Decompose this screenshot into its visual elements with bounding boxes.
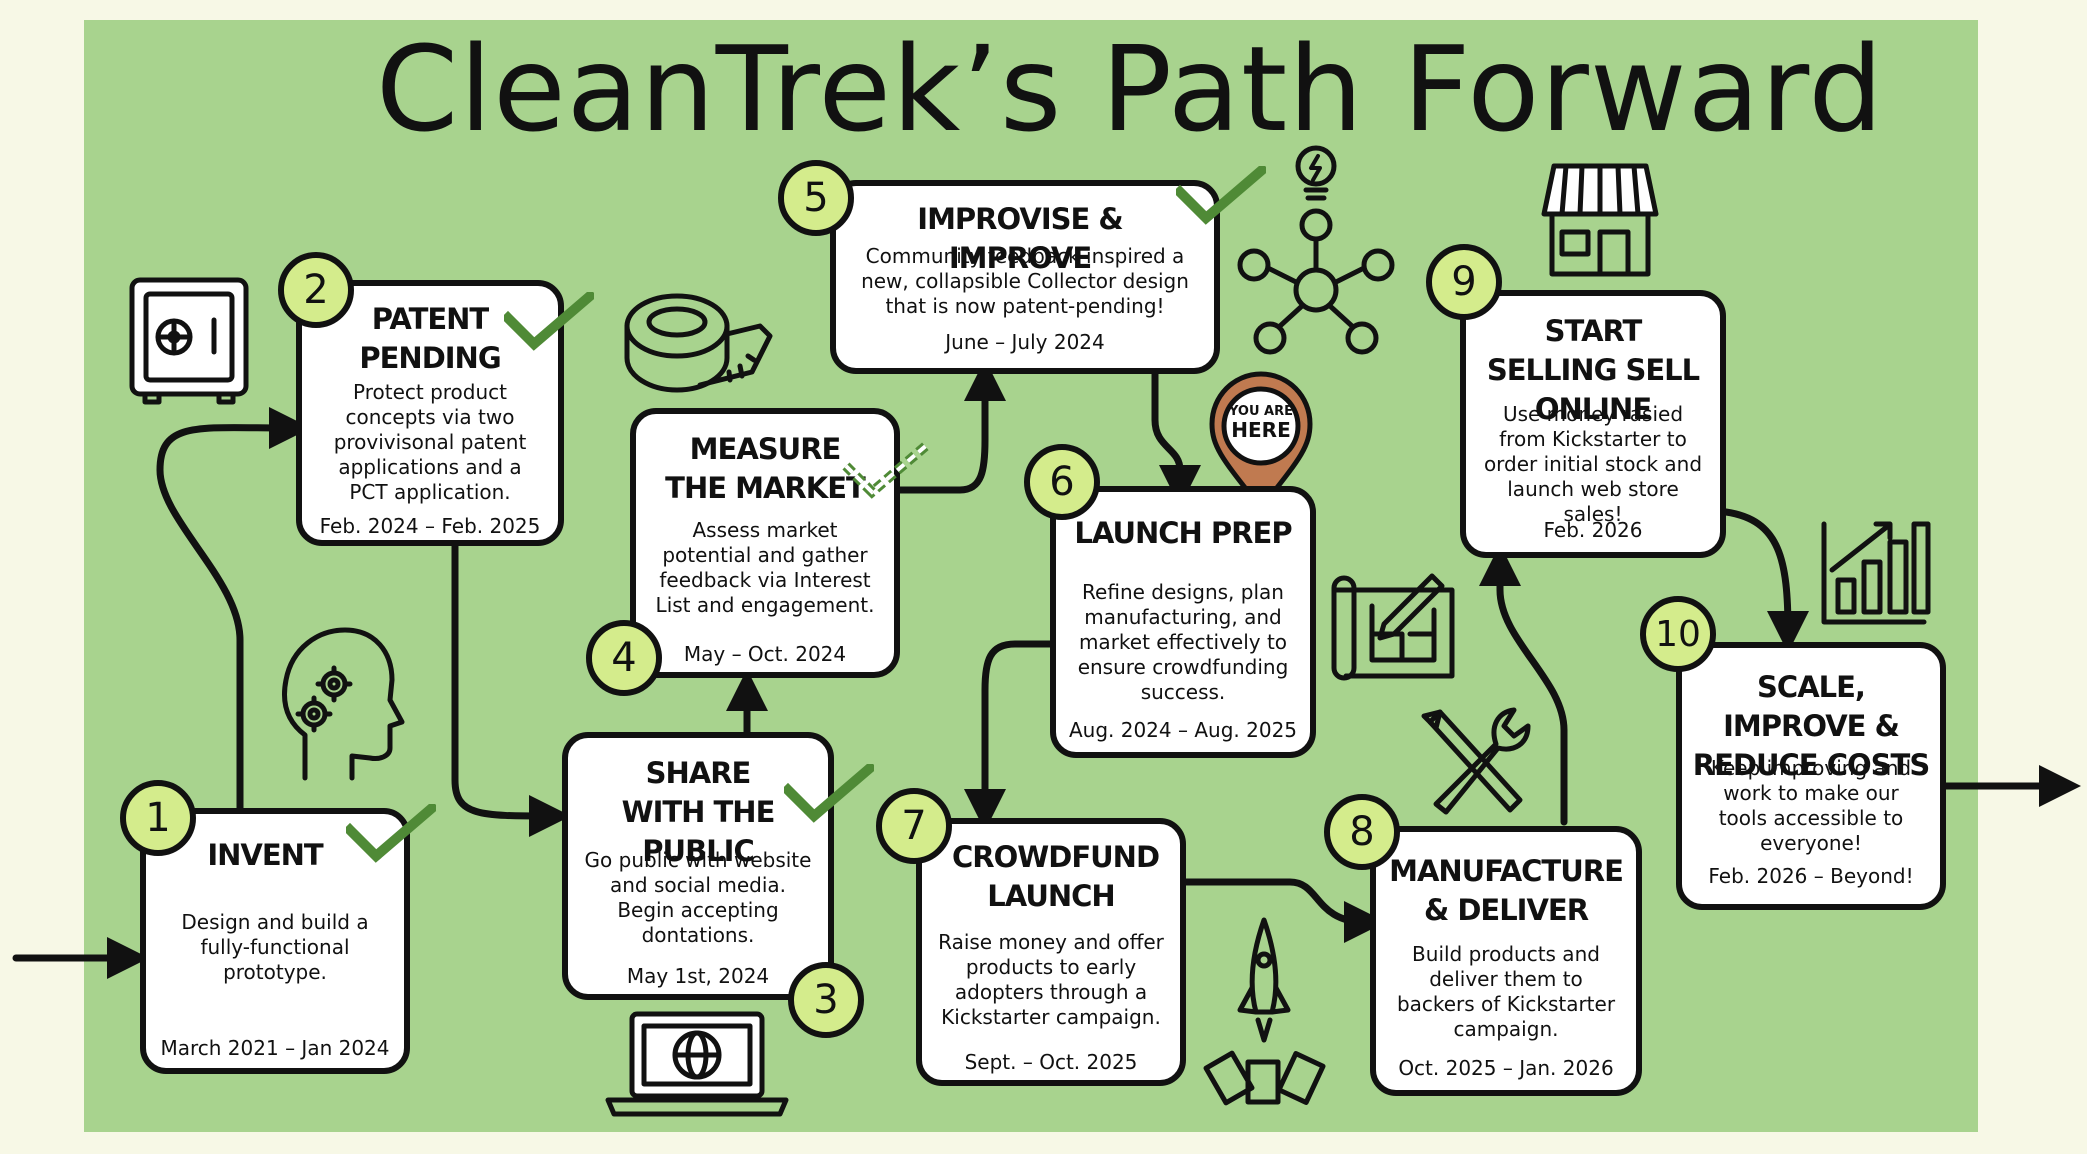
check-icon-step-3 xyxy=(784,764,874,823)
lightbulb-network-icon xyxy=(1237,145,1395,355)
step-title: MANUFACTURE & DELIVER xyxy=(1389,854,1624,927)
pin-line-2: HERE xyxy=(1231,418,1291,442)
location-pin-icon xyxy=(1209,371,1313,511)
safe-icon xyxy=(129,277,249,405)
check-icon-step-5 xyxy=(1176,166,1266,225)
step-description: Community feedback inspired a new, colla… xyxy=(861,244,1189,318)
step-card-invent: INVENT Design and build a fully-function… xyxy=(140,808,410,1074)
step-card-share-with-public: SHARE WITH THE PUBLIC Go public with web… xyxy=(562,732,834,1000)
arrow-2-to-3 xyxy=(451,540,571,837)
step-number-badge-7: 7 xyxy=(876,788,952,864)
step-date: Feb. 2024 – Feb. 2025 xyxy=(319,514,541,538)
blueprint-icon xyxy=(1331,573,1455,681)
arrow-8-to-9 xyxy=(1479,544,1568,826)
step-description: Go public with website and social media.… xyxy=(584,848,812,947)
step-date: May 1st, 2024 xyxy=(626,964,770,988)
step-card-manufacture-deliver: MANUFACTURE & DELIVER Build products and… xyxy=(1370,826,1642,1096)
page-title: CleanTrek’s Path Forward xyxy=(375,20,1885,158)
step-card-scale-improve: SCALE, IMPROVE & REDUCE COSTS Keep impro… xyxy=(1676,642,1946,910)
step-date: Oct. 2025 – Jan. 2026 xyxy=(1398,1056,1614,1080)
step-number-badge-8: 8 xyxy=(1324,794,1400,870)
step-title: PATENT PENDING xyxy=(359,302,501,375)
step-description: Raise money and offer products to early … xyxy=(938,930,1164,1029)
check-icon-step-2 xyxy=(504,292,594,351)
step-date: Aug. 2024 – Aug. 2025 xyxy=(1068,718,1298,742)
arrow-5-to-6 xyxy=(1151,368,1201,507)
check-icon-step-1 xyxy=(346,804,436,863)
pin-line-1: YOU ARE xyxy=(1228,404,1294,419)
tape-measure-icon xyxy=(624,293,773,393)
step-description: Build products and deliver them to backe… xyxy=(1396,942,1616,1041)
step-description: Design and build a fully-functional prot… xyxy=(181,910,369,984)
step-description: Keep improving and work to make our tool… xyxy=(1710,756,1912,855)
step-description: Use money rasied from Kickstarter to ord… xyxy=(1483,402,1703,526)
step-title: CROWDFUND LAUNCH xyxy=(952,840,1160,913)
arrow-4-to-5 xyxy=(894,359,1006,494)
step-number-badge-9: 9 xyxy=(1426,244,1502,320)
step-description: Refine designs, plan manufacturing, and … xyxy=(1077,580,1289,704)
step-date: March 2021 – Jan 2024 xyxy=(160,1036,390,1060)
step-number-badge-10: 10 xyxy=(1640,596,1716,672)
step-number-badge-4: 4 xyxy=(586,620,662,696)
check-icon-step-4-partial xyxy=(842,440,932,499)
storefront-icon xyxy=(1541,163,1659,277)
arrow-9-to-10 xyxy=(1722,508,1809,653)
step-date: May – Oct. 2024 xyxy=(683,642,847,666)
rocket-money-icon xyxy=(1203,917,1326,1106)
step-title: LAUNCH PREP xyxy=(1074,516,1292,550)
step-number-badge-5: 5 xyxy=(778,160,854,236)
step-card-start-selling: START SELLING SELL ONLINE Use money rasi… xyxy=(1460,290,1726,558)
step-description: Assess market potential and gather feedb… xyxy=(655,518,875,617)
step-card-patent-pending: PATENT PENDING Protect product concepts … xyxy=(296,280,564,546)
brain-gears-icon xyxy=(281,627,405,781)
step-title: SCALE, IMPROVE & REDUCE COSTS xyxy=(1692,670,1930,782)
step-title: INVENT xyxy=(207,838,323,872)
step-card-launch-prep: LAUNCH PREP Refine designs, plan manufac… xyxy=(1050,486,1316,758)
growth-chart-icon xyxy=(1821,521,1931,625)
step-date: June – July 2024 xyxy=(945,330,1105,354)
step-number-badge-6: 6 xyxy=(1024,444,1100,520)
arrow-1-to-2 xyxy=(156,406,311,812)
arrow-7-to-8 xyxy=(1180,878,1386,943)
tools-icon xyxy=(1421,707,1531,815)
step-title: IMPROVISE & IMPROVE xyxy=(917,202,1123,275)
step-description: Protect product concepts via two provivi… xyxy=(333,380,527,504)
step-number-badge-2: 2 xyxy=(278,252,354,328)
step-date: Feb. 2026 – Beyond! xyxy=(1708,864,1914,888)
step-card-measure-market: MEASURE THE MARKET Assess market potenti… xyxy=(630,408,900,678)
step-card-crowdfund-launch: CROWDFUND LAUNCH Raise money and offer p… xyxy=(916,818,1186,1086)
step-title: SHARE WITH THE PUBLIC xyxy=(621,756,776,868)
step-date: Feb. 2026 xyxy=(1543,518,1643,542)
you-are-here-label: YOU ARE HERE xyxy=(1226,404,1296,441)
step-title: MEASURE THE MARKET xyxy=(665,432,866,505)
laptop-globe-icon xyxy=(605,1011,789,1117)
step-number-badge-3: 3 xyxy=(788,962,864,1038)
step-card-improvise-improve: IMPROVISE & IMPROVE Community feedback i… xyxy=(830,180,1220,374)
step-number-badge-1: 1 xyxy=(120,780,196,856)
step-title: START SELLING SELL ONLINE xyxy=(1486,314,1700,426)
step-date: Sept. – Oct. 2025 xyxy=(964,1050,1138,1074)
arrow-6-to-7 xyxy=(964,640,1054,831)
